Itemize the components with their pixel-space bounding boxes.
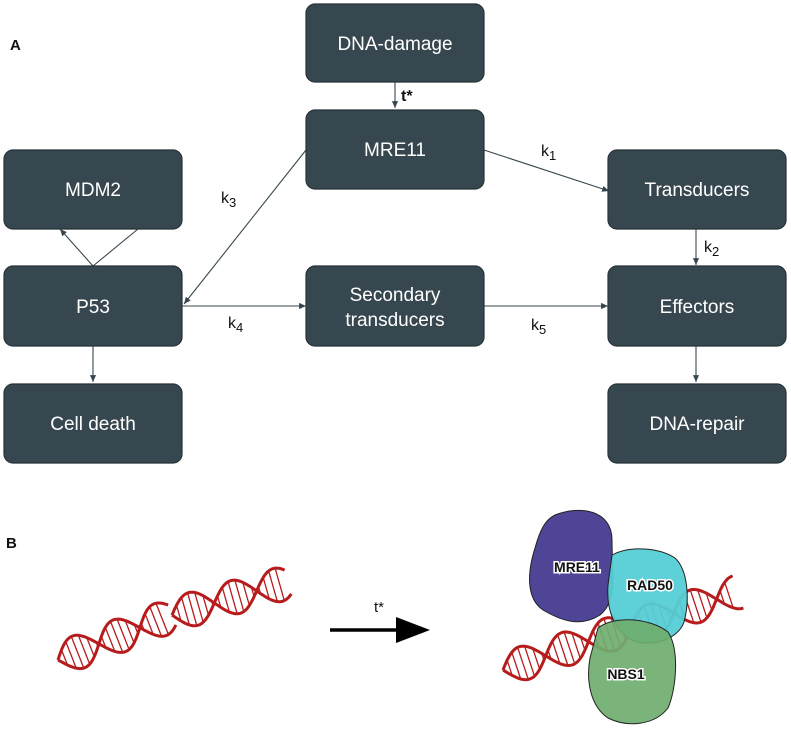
dna-base-pair (724, 582, 734, 608)
dna-base-pair (221, 587, 231, 613)
dna-helix-icon (170, 566, 293, 628)
reaction-arrow (330, 617, 430, 643)
node-p53-label: P53 (76, 297, 110, 318)
dna-backbone-strand (57, 617, 178, 671)
dna-base-pair (511, 651, 522, 680)
node-cell-death: Cell death (3, 383, 183, 464)
mre11-protein-shape (529, 509, 614, 623)
edge-p53-mdm2-wedge (92, 228, 139, 267)
dna-helix-icon (56, 601, 178, 671)
edge-label-k4: k4 (228, 315, 243, 335)
node-mre11-label: MRE11 (364, 140, 426, 161)
dna-base-pair (242, 582, 251, 606)
node-secondary-label-line1: Secondary (350, 285, 441, 306)
node-mre11: MRE11 (305, 109, 485, 190)
node-mdm2-label: MDM2 (65, 180, 121, 201)
edge-p53-to-mdm2 (59, 228, 94, 267)
node-transducers-label: Transducers (645, 180, 750, 201)
dna-base-pair (262, 577, 270, 600)
reaction-arrow-label: t* (374, 599, 384, 616)
dna-base-pair (202, 595, 210, 616)
node-secondary-label-line2: transducers (345, 310, 444, 331)
mre11-rad50-nbs1-complex: MRE11 RAD50 NBS1 (529, 509, 688, 725)
edge-label-k3: k3 (221, 190, 236, 210)
flow-edges (59, 82, 700, 382)
node-dna-repair: DNA-repair (607, 383, 787, 464)
dna-base-pair (144, 613, 154, 635)
dna-base-pair (186, 592, 198, 626)
node-secondary-transducers: Secondary transducers (305, 265, 485, 347)
dna-base-pair (532, 648, 541, 670)
edge-mre11-to-transducers (483, 149, 610, 192)
rad50-protein-label: RAD50 (627, 577, 673, 593)
edge-label-k1: k1 (541, 143, 556, 163)
dna-base-pair (77, 635, 91, 665)
dna-base-pair (697, 589, 708, 619)
nbs1-protein-label: NBS1 (607, 666, 645, 682)
node-p53: P53 (3, 265, 183, 347)
dna-backbone-strand (56, 601, 169, 661)
node-dna-damage-label: DNA-damage (337, 34, 452, 55)
dna-base-pair (124, 620, 135, 644)
node-cell-death-label: Cell death (50, 414, 136, 435)
dna-base-pair (60, 649, 69, 666)
node-effectors: Effectors (607, 265, 787, 347)
dna-base-pair (571, 632, 581, 659)
dna-base-pair (234, 580, 245, 612)
dna-backbone-strand (170, 566, 286, 616)
panel-b-label: B (6, 535, 17, 552)
dna-base-pair (65, 641, 77, 669)
dna-base-pair (175, 605, 182, 622)
dna-base-pair (86, 637, 95, 657)
dna-base-pair (149, 606, 163, 637)
node-mdm2: MDM2 (3, 149, 183, 230)
dna-base-pair (109, 621, 124, 653)
dna-base-pair (274, 568, 285, 601)
dna-base-pair (579, 636, 586, 651)
dna-backbone-strand (171, 578, 293, 628)
dna-base-pair (267, 570, 279, 602)
node-dna-repair-label: DNA-repair (649, 414, 745, 435)
dna-base-pair (506, 659, 513, 676)
mre11-protein-label: MRE11 (554, 559, 600, 575)
dna-base-pair (180, 597, 191, 626)
edge-label-k2: k2 (704, 239, 719, 259)
edge-label-k5: k5 (531, 317, 546, 337)
dna-base-pair (557, 634, 569, 666)
dna-base-pair (516, 647, 529, 680)
dna-base-pair (523, 645, 536, 677)
node-dna-damage: DNA-damage (305, 3, 485, 83)
dna-base-pair (551, 640, 561, 664)
node-transducers: Transducers (607, 149, 787, 230)
dna-base-pair (705, 592, 713, 611)
dna-base-pair (227, 581, 238, 614)
panel-a-label: A (10, 37, 21, 54)
dna-base-pair (563, 631, 576, 665)
dna-base-pair (104, 627, 116, 652)
edge-label-t-star: t* (401, 88, 413, 105)
nbs1-protein-shape (588, 619, 676, 725)
edge-mre11-to-p53 (183, 149, 307, 305)
dna-base-pair (719, 590, 726, 605)
dna-base-pair (116, 618, 130, 650)
node-effectors-label: Effectors (660, 297, 735, 318)
dna-base-pair (689, 589, 702, 623)
dna-base-pair (194, 592, 204, 623)
dna-base-pair (70, 636, 85, 669)
dna-base-pair (155, 602, 170, 635)
